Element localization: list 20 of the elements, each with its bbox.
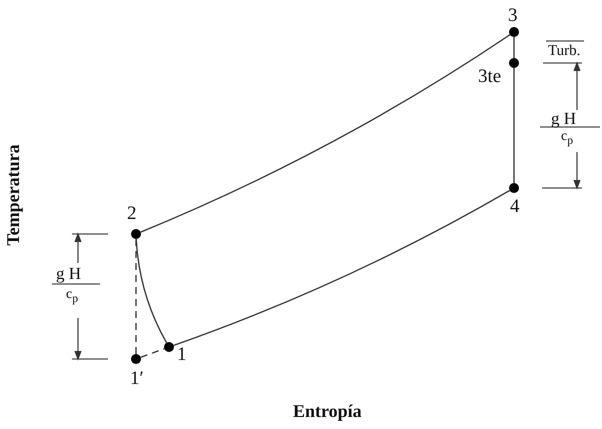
dashed-line	[135, 239, 137, 354]
process-line	[513, 68, 515, 183]
turbine-label: Turb.	[548, 44, 580, 59]
process-line	[513, 37, 515, 58]
dashed-line	[140, 348, 165, 358]
point-label: 2	[127, 204, 136, 223]
point-label: 3	[508, 6, 518, 25]
axis-title: Entropía	[293, 402, 362, 420]
fraction-numerator: g H	[551, 110, 576, 127]
fraction-denominator: c$_{p}$	[66, 288, 78, 304]
fraction-denominator: c$_{p}$	[561, 130, 574, 146]
fraction-numerator: g H	[56, 265, 82, 282]
point-label: 3te	[478, 67, 502, 86]
process-line	[136, 238, 168, 343]
point-label: 1′	[130, 369, 144, 388]
process-line	[140, 34, 510, 233]
axis-title: Temperatura	[4, 143, 22, 248]
point-label: 1	[177, 345, 186, 364]
process-line	[174, 190, 510, 346]
point-label: 4	[510, 197, 520, 216]
